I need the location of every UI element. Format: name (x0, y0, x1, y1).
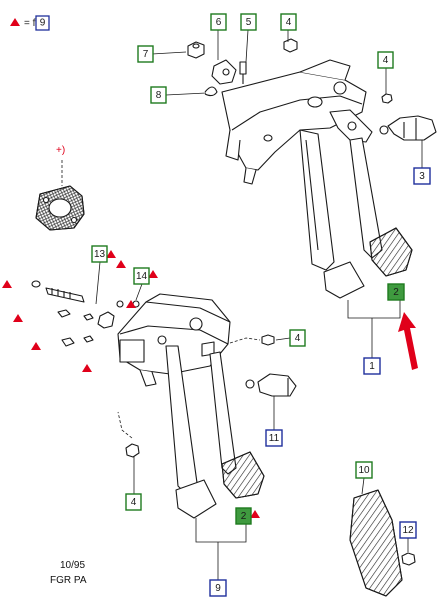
callout-box (387, 283, 405, 301)
callout-number: 4 (131, 497, 137, 508)
footer-date: 10/95 (60, 560, 85, 571)
red-triangle (106, 250, 116, 258)
callout-c14: 14 (133, 267, 150, 285)
lower-assembly (31, 185, 416, 597)
callout-box (137, 45, 154, 63)
callout-number: 14 (136, 271, 148, 282)
callout-c2a: 2 (387, 283, 405, 301)
callout-number: 9 (215, 583, 221, 594)
callout-box (91, 245, 108, 263)
callout-number: 4 (295, 333, 301, 344)
callout-c9: 9 (209, 579, 227, 597)
callout-c8: 8 (150, 86, 167, 104)
callout-box (240, 13, 257, 31)
callout-c10: 10 (355, 461, 373, 479)
callout-box (125, 493, 142, 511)
callout-c4d: 4 (125, 493, 142, 511)
legend: = f 9 (10, 15, 50, 31)
red-triangle (82, 364, 92, 372)
red-markers (2, 250, 418, 518)
callout-c13: 13 (91, 245, 108, 263)
callout-box (265, 429, 283, 447)
callout-c5: 5 (240, 13, 257, 31)
legend-red-triangle (10, 18, 20, 26)
callout-number: 1 (369, 361, 375, 372)
red-triangle (2, 280, 12, 288)
callout-box (210, 13, 227, 31)
callout-c6: 6 (210, 13, 227, 31)
callout-box (399, 521, 417, 539)
callout-c4c: 4 (289, 329, 306, 347)
callout-box (363, 357, 381, 375)
callout-number: 8 (156, 90, 162, 101)
callout-number: 13 (94, 249, 106, 260)
red-triangle (148, 270, 158, 278)
callout-c4a: 4 (280, 13, 297, 31)
callout-c1: 1 (363, 357, 381, 375)
callout-c3: 3 (413, 167, 431, 185)
callout-box (289, 329, 306, 347)
callout-c7: 7 (137, 45, 154, 63)
callout-number: 2 (241, 511, 247, 522)
legend-symbol: = f (24, 18, 36, 29)
upper-assembly (187, 38, 437, 299)
callout-c4b: 4 (377, 51, 394, 69)
callout-box (235, 507, 252, 525)
callout-c2b: 2 (235, 507, 252, 525)
callout-box (413, 167, 431, 185)
red-triangle (13, 314, 23, 322)
red-arrow (398, 312, 418, 370)
leader-lines (61, 29, 423, 580)
callout-c11: 11 (265, 429, 283, 447)
callout-number: 4 (286, 17, 292, 28)
callout-number: 10 (358, 465, 370, 476)
red-triangle (250, 510, 260, 518)
callout-box (133, 267, 150, 285)
callout-box (377, 51, 394, 69)
legend-ref: 9 (40, 18, 46, 29)
footer-code: FGR PA (50, 575, 87, 586)
callout-box (280, 13, 297, 31)
red-triangle (126, 300, 136, 308)
callout-number: 4 (383, 55, 389, 66)
callout-number: 3 (419, 171, 425, 182)
callout-number: 5 (246, 17, 252, 28)
callout-c12: 12 (399, 521, 417, 539)
red-triangle (116, 260, 126, 268)
callout-box (355, 461, 373, 479)
callout-number: 2 (393, 287, 399, 298)
callout-number: 12 (402, 525, 414, 536)
callout-number: 7 (143, 49, 149, 60)
callout-number: 11 (269, 433, 280, 444)
callout-box (209, 579, 227, 597)
red-triangle (31, 342, 41, 350)
callout-number: 6 (216, 17, 222, 28)
note-plus: +) (56, 145, 65, 156)
callout-box (150, 86, 167, 104)
